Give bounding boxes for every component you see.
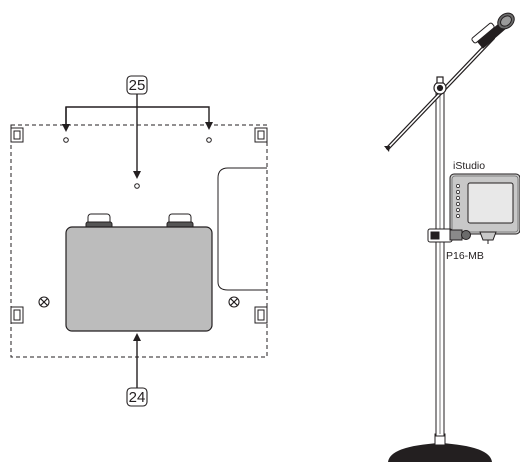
boom-joint [433,76,447,95]
p16-mb-clamp [427,228,497,244]
corner-bracket-bottom-right [254,306,268,324]
keyhole-hole-left [63,137,69,143]
corner-bracket-top-right [254,127,268,143]
keyhole-hole-right [206,137,212,143]
screw-left-icon [38,296,50,308]
callout-25-arrows [62,92,213,179]
callout-24: 24 [126,387,148,407]
callout-25-label: 25 [129,77,146,94]
screw-right-icon [228,296,240,308]
rear-mounting-view: 25 24 [10,75,268,407]
mic-stand-view: iStudio P16-MB [384,12,520,462]
istudio-buttons [456,184,460,218]
corner-bracket-bottom-left [10,306,24,324]
callout-24-label: 24 [129,389,146,406]
battery-compartment-cover [65,226,213,332]
corner-bracket-top-left [10,127,24,143]
label-p16-mb: P16-MB [446,250,484,262]
istudio-screen [467,182,514,224]
keyhole-hole-center [134,183,140,189]
stand-pole [435,87,445,437]
stand-base [388,443,492,462]
istudio-device [449,173,520,235]
side-panel-slot [217,167,267,291]
microphone-icon [471,12,515,49]
label-istudio: iStudio [453,160,485,172]
callout-25: 25 [126,75,148,95]
device-back-outline [10,124,268,358]
clamp-knob-icon [461,230,471,240]
